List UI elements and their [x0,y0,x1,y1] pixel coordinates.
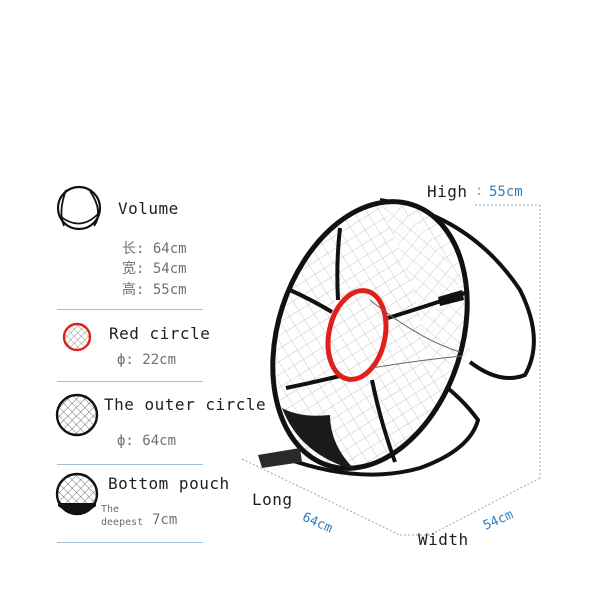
volume-icon [56,185,102,231]
dimension-guides [241,204,541,536]
dim-long-label: Long [252,490,293,509]
legend-divider-3 [57,464,203,465]
legend-volume-height: 高: 55cm [122,282,187,298]
legend-bottom-pouch-title: Bottom pouch [108,474,230,493]
legend-volume-title: Volume [118,199,179,218]
dim-high-label: High [427,182,468,201]
legend-bottom-pouch-spec-line1: The [101,504,120,515]
legend-volume-length: 长: 64cm [122,241,187,257]
legend-outer-circle-spec: ф: 64cm [117,433,177,449]
red-circle-icon [62,322,92,352]
legend-divider-2 [57,381,203,382]
legend-divider-1 [57,309,203,310]
chipping-net-illustration [258,198,536,477]
dim-width-label: Width [418,530,469,549]
legend-outer-circle-title: The outer circle [104,395,267,414]
outer-circle-icon [55,393,99,437]
legend-red-circle-title: Red circle [109,324,211,343]
legend-bottom-pouch-spec-line2: deepest [101,517,144,528]
legend-divider-4 [57,542,203,543]
legend-bottom-pouch-spec-value: 7cm [152,512,178,528]
bottom-pouch-icon [55,472,99,516]
legend-red-circle-spec: ф: 22cm [117,352,177,368]
legend-volume-width: 宽: 54cm [122,261,187,277]
dim-high-value: 55cm [489,184,523,200]
dim-high-sep: : [475,183,484,199]
